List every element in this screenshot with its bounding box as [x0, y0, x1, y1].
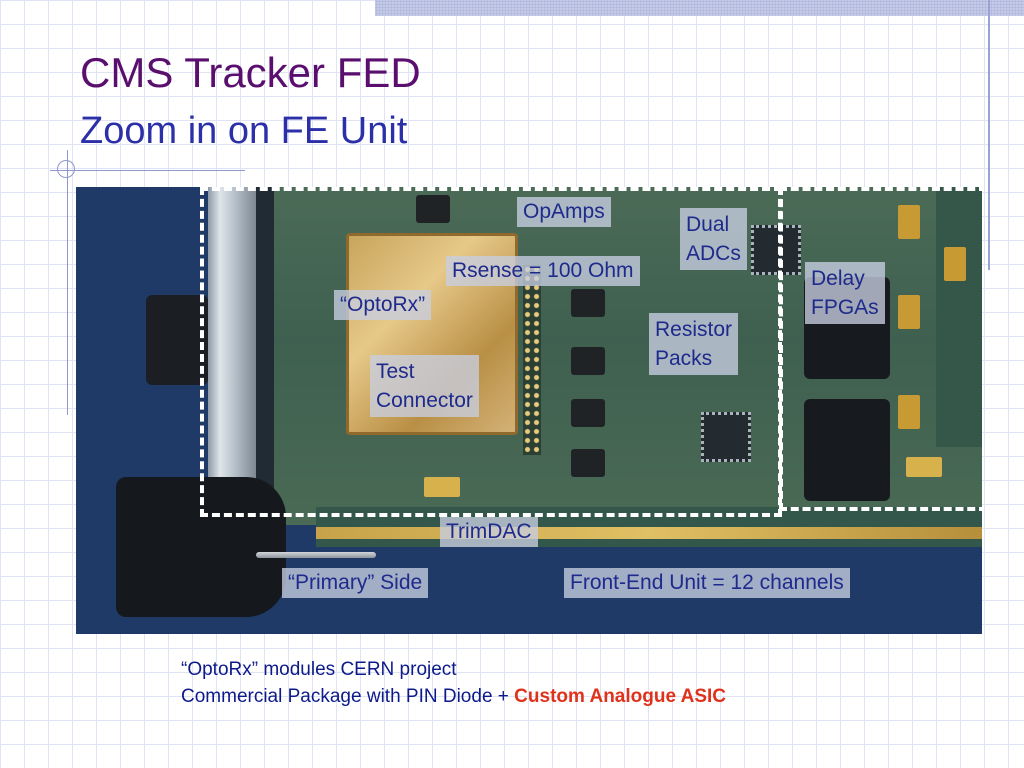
tantalum-capacitor	[906, 457, 942, 477]
test-connector-pins	[523, 265, 541, 455]
tantalum-capacitor	[424, 477, 460, 497]
opamp-chip	[571, 289, 605, 317]
label-front-end-unit: Front-End Unit = 12 channels	[564, 568, 850, 598]
caption-highlight: Custom Analogue ASIC	[514, 686, 726, 707]
rail-shadow	[256, 187, 274, 547]
label-dual-adcs: Dual ADCs	[680, 208, 747, 270]
tantalum-capacitor	[898, 395, 920, 429]
label-test-connector-line2: Connector	[376, 389, 473, 412]
opamp-chip	[571, 347, 605, 375]
label-resistor-packs-line1: Resistor	[655, 318, 733, 341]
decorative-horizontal-line	[50, 170, 245, 171]
tantalum-capacitor	[944, 247, 966, 281]
fpga-chip	[804, 399, 890, 501]
fe-unit-photo	[76, 187, 982, 634]
label-delay-fpgas: Delay FPGAs	[805, 262, 885, 324]
caption-line1: “OptoRx” modules CERN project	[181, 659, 457, 680]
caption-line2: Commercial Package with PIN Diode + Cust…	[181, 683, 726, 710]
label-delay-fpgas-line2: FPGAs	[811, 296, 879, 319]
decorative-left-line	[67, 150, 68, 415]
label-resistor-packs-line2: Packs	[655, 347, 713, 370]
decorative-vertical-line	[988, 0, 990, 270]
connector-handle	[146, 295, 208, 385]
opamp-chip	[571, 449, 605, 477]
label-rsense: Rsense = 100 Ohm	[446, 256, 640, 286]
caption: “OptoRx” modules CERN project Commercial…	[181, 656, 726, 710]
label-dual-adcs-line1: Dual	[686, 213, 730, 236]
label-test-connector: Test Connector	[370, 355, 479, 417]
label-trimdac: TrimDAC	[440, 517, 538, 547]
tantalum-capacitor	[898, 295, 920, 329]
fpga-area-outline	[779, 187, 982, 511]
label-resistor-packs: Resistor Packs	[649, 313, 739, 375]
adc-chip	[751, 225, 801, 275]
label-opamps: OpAmps	[517, 197, 611, 227]
label-optorx: “OptoRx”	[334, 290, 432, 320]
caption-line2-text: Commercial Package with PIN Diode +	[181, 686, 515, 707]
adc-chip	[701, 412, 751, 462]
decorative-circle	[57, 160, 75, 178]
tantalum-capacitor	[898, 205, 920, 239]
label-dual-adcs-line2: ADCs	[686, 242, 741, 265]
slide-subtitle: Zoom in on FE Unit	[80, 110, 408, 152]
label-test-connector-line1: Test	[376, 360, 415, 383]
decorative-top-band	[375, 0, 1024, 16]
slide-title: CMS Tracker FED	[80, 49, 421, 96]
pcb-gold-edge	[316, 527, 982, 539]
opamp-chip	[571, 399, 605, 427]
ic-chip	[416, 195, 450, 223]
label-primary-side: “Primary” Side	[282, 568, 429, 598]
pcb-right-area	[936, 187, 982, 447]
label-delay-fpgas-line1: Delay	[811, 267, 865, 290]
guide-pin	[256, 552, 376, 558]
